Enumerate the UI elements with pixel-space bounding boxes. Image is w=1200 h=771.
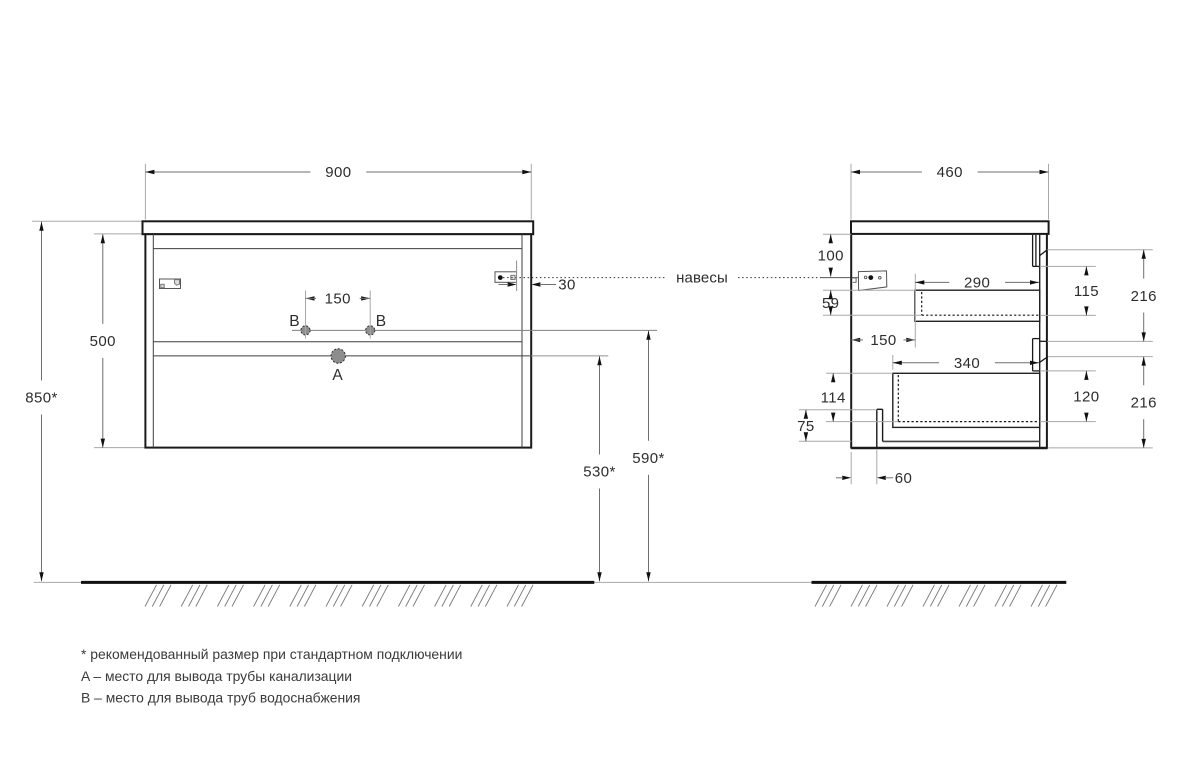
- svg-text:530*: 530*: [583, 464, 615, 481]
- svg-text:B: B: [376, 313, 387, 330]
- svg-text:120: 120: [1073, 388, 1099, 405]
- svg-text:B: B: [289, 313, 300, 330]
- svg-text:100: 100: [818, 248, 844, 265]
- svg-text:590*: 590*: [632, 450, 664, 467]
- svg-text:114: 114: [821, 390, 846, 407]
- svg-text:150: 150: [870, 332, 896, 349]
- svg-text:340: 340: [954, 355, 980, 372]
- svg-text:500: 500: [90, 333, 116, 350]
- svg-text:A – место для вывода трубы кан: A – место для вывода трубы канализации: [81, 668, 352, 684]
- svg-text:216: 216: [1131, 394, 1157, 411]
- svg-text:290: 290: [964, 275, 990, 292]
- svg-text:30: 30: [558, 277, 576, 294]
- svg-text:115: 115: [1074, 283, 1099, 300]
- svg-text:A: A: [332, 367, 343, 384]
- svg-text:60: 60: [895, 470, 913, 487]
- svg-text:навесы: навесы: [676, 270, 728, 287]
- svg-text:59: 59: [822, 295, 840, 312]
- svg-text:75: 75: [797, 418, 815, 435]
- svg-text:B – место для вывода труб водо: B – место для вывода труб водоснабжения: [81, 690, 360, 706]
- svg-text:216: 216: [1131, 288, 1157, 305]
- svg-text:150: 150: [325, 291, 351, 308]
- svg-text:900: 900: [325, 164, 351, 181]
- svg-text:460: 460: [937, 164, 963, 181]
- svg-text:850*: 850*: [25, 390, 57, 407]
- svg-text:* рекомендованный размер при с: * рекомендованный размер при стандартном…: [81, 646, 462, 662]
